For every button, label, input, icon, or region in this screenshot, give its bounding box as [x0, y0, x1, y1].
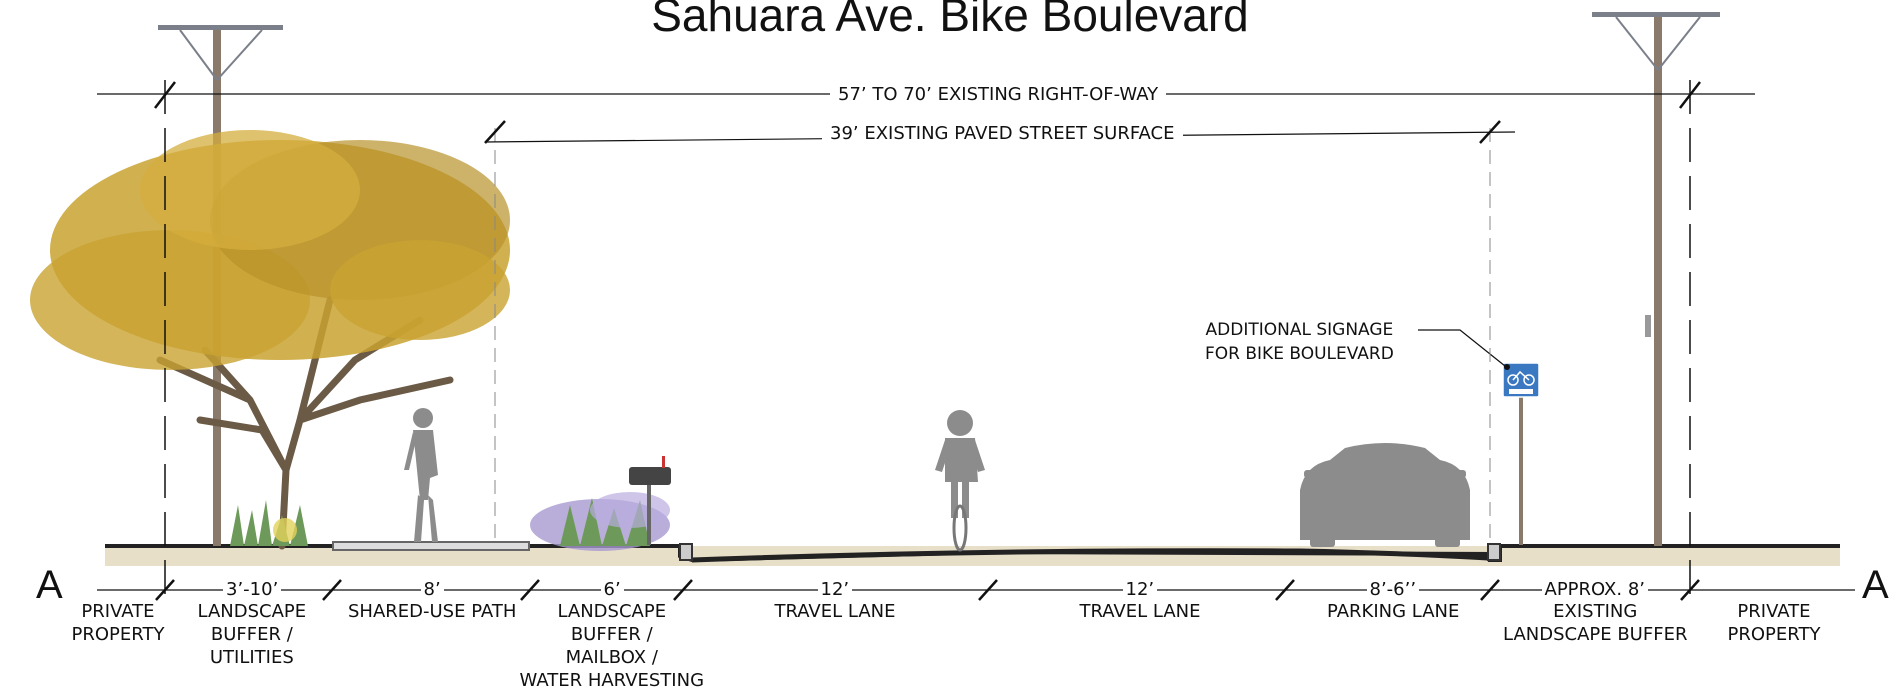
paved-surface-lines [494, 128, 1491, 540]
zone-name-7: PARKING LANE [1327, 601, 1460, 622]
section-marker-left: A [36, 563, 63, 607]
zone-tick-7 [1480, 579, 1500, 601]
right-of-way-dimension: 57’ TO 70’ EXISTING RIGHT-OF-WAY [830, 83, 1167, 106]
mailbox [629, 456, 671, 545]
zone-tick-3 [520, 579, 540, 601]
zone-width-2: 3’-10’ [223, 578, 282, 601]
zone-name-3: SHARED-USE PATH [348, 601, 517, 622]
zone-tick-6 [1275, 579, 1295, 601]
signage-callout: ADDITIONAL SIGNAGE FOR BIKE BOULEVARD [1205, 320, 1394, 364]
bike-boulevard-sign [1418, 329, 1540, 545]
zone-width-7: 8’-6’’ [1366, 578, 1420, 601]
zone-name-5: TRAVEL LANE [774, 601, 896, 622]
zone-width-4: 6’ [600, 578, 624, 601]
zone-tick-1 [155, 579, 175, 601]
ground [105, 541, 1840, 566]
diagram-title: Sahuara Ave. Bike Boulevard [651, 0, 1249, 41]
zone-tick-2 [322, 579, 342, 601]
utility-pole-right [1592, 12, 1720, 546]
zone-name-8: EXISTING LANDSCAPE BUFFER [1503, 601, 1688, 645]
zone-name-2: LANDSCAPE BUFFER / UTILITIES [197, 601, 307, 668]
zone-tick-8 [1680, 579, 1700, 601]
zone-name-1: PRIVATE PROPERTY [71, 601, 165, 645]
parked-car-silhouette [1300, 443, 1470, 547]
zone-width-5: 12’ [817, 578, 853, 601]
pedestrian-silhouette [404, 408, 438, 542]
zone-name-9: PRIVATE PROPERTY [1727, 601, 1821, 645]
shared-use-path-surface [332, 541, 530, 551]
zone-width-8: APPROX. 8’ [1541, 578, 1648, 601]
zone-tick-5 [978, 579, 998, 601]
zone-tick-marks [155, 579, 1700, 601]
cyclist-silhouette [935, 410, 985, 552]
section-marker-right: A [1862, 563, 1889, 607]
zone-name-6: TRAVEL LANE [1079, 601, 1201, 622]
zone-name-4: LANDSCAPE BUFFER / MAILBOX / WATER HARVE… [519, 601, 705, 691]
zone-width-6: 12’ [1122, 578, 1158, 601]
paved-surface-dimension: 39’ EXISTING PAVED STREET SURFACE [822, 122, 1183, 145]
tree-illustration [30, 130, 510, 550]
zone-width-3: 8’ [420, 578, 444, 601]
zone-tick-4 [673, 579, 693, 601]
right-of-way-lines [164, 80, 1691, 600]
